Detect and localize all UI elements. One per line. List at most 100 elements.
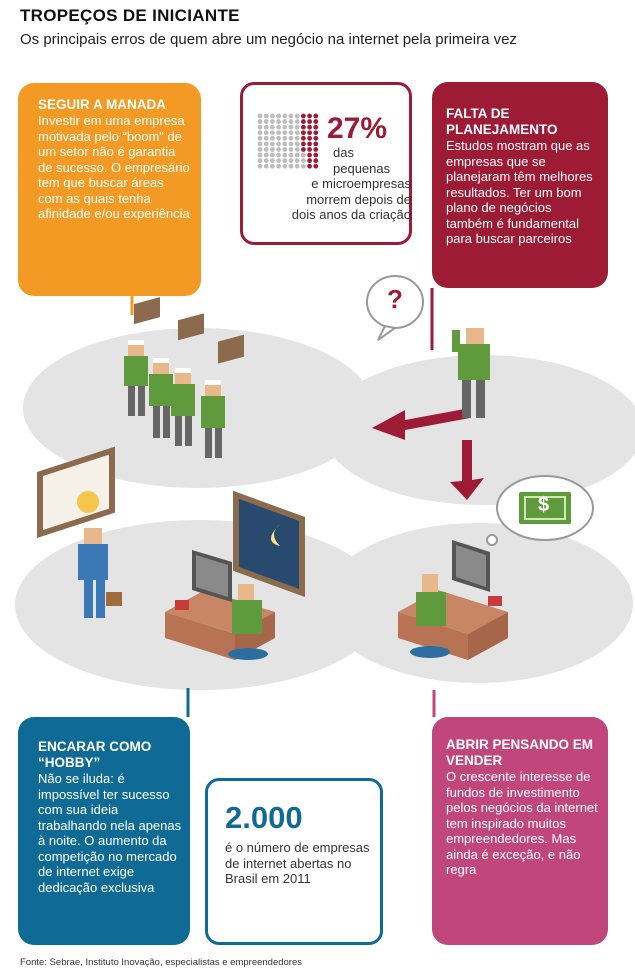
count-value: 2.000 <box>225 800 303 835</box>
dot <box>257 124 263 130</box>
caption-line: dois anos da criação <box>291 207 411 222</box>
dot <box>294 135 300 141</box>
dot <box>307 119 312 124</box>
box-body: Não se iluda: é impossível ter sucesso c… <box>38 771 182 895</box>
page-title: TROPEÇOS DE INICIANTE <box>20 6 240 25</box>
dot <box>294 113 300 119</box>
dot <box>270 113 275 119</box>
box-body: O crescente interesse de fundos de inves… <box>446 769 598 877</box>
dot <box>288 130 294 136</box>
dot <box>307 113 312 119</box>
box-follow-herd: SEGUIR A MANADA Investir em uma empresa … <box>18 83 201 296</box>
dot <box>288 158 294 164</box>
dot <box>282 124 288 130</box>
dot <box>313 141 319 147</box>
dot <box>263 119 269 124</box>
dot <box>263 152 269 158</box>
box-hobby: ENCARAR COMO “HOBBY” Não se iluda: é imp… <box>18 717 190 945</box>
dot <box>263 163 269 169</box>
dot <box>307 152 312 158</box>
page-subtitle: Os principais erros de quem abre um negó… <box>20 31 517 48</box>
dot <box>301 130 306 136</box>
box-lack-planning: FALTA DE PLANEJAMENTO Estudos mostram qu… <box>432 82 608 288</box>
percent-caption: das pequenas e microempresas morrem depo… <box>261 145 411 223</box>
dot <box>301 163 306 169</box>
dot <box>282 130 288 136</box>
box-heading: FALTA DE PLANEJAMENTO <box>446 106 558 137</box>
dot <box>263 141 269 147</box>
box-heading: ENCARAR COMO “HOBBY” <box>38 739 152 770</box>
box-sell: ABRIR PENSANDO EM VENDER O crescente int… <box>432 717 608 945</box>
desk-sell <box>398 540 508 660</box>
dot <box>257 135 263 141</box>
dot <box>288 135 294 141</box>
dot <box>301 158 306 164</box>
dot <box>288 152 294 158</box>
dot <box>313 135 319 141</box>
dot <box>257 141 263 147</box>
person-3 <box>171 368 195 446</box>
dot <box>313 147 319 152</box>
dot-grid <box>257 113 319 169</box>
dot <box>313 152 319 158</box>
dollar-icon: $ <box>538 494 550 516</box>
dot <box>307 135 312 141</box>
dot <box>270 135 275 141</box>
dot <box>257 158 263 164</box>
dot <box>257 147 263 152</box>
floor-planning <box>323 355 635 505</box>
person-4 <box>201 380 225 458</box>
caption-line: pequenas <box>333 160 391 176</box>
dot <box>270 152 275 158</box>
caption-line: e microempresas <box>311 176 411 191</box>
dot <box>257 163 263 169</box>
question-mark-icon: ? <box>387 284 403 314</box>
dot <box>282 135 288 141</box>
dot <box>270 119 275 124</box>
dot <box>307 158 312 164</box>
herd-figures <box>124 297 244 458</box>
dot <box>263 113 269 119</box>
question-bubble <box>366 275 424 341</box>
percent-value: 27% <box>327 112 388 145</box>
dot <box>294 141 300 147</box>
dot <box>282 163 288 169</box>
dot <box>307 163 312 169</box>
dot <box>270 124 275 130</box>
dot <box>301 119 306 124</box>
dot <box>307 141 312 147</box>
dot <box>270 130 275 136</box>
person-2 <box>149 358 173 438</box>
caption-line: das <box>333 145 354 160</box>
dot <box>276 163 281 169</box>
dot <box>263 158 269 164</box>
dot <box>294 158 300 164</box>
dot <box>307 130 312 136</box>
dot <box>276 158 281 164</box>
dot <box>282 147 288 152</box>
person-1 <box>124 340 148 416</box>
window-day <box>37 446 115 538</box>
dot <box>307 124 312 130</box>
dot <box>276 152 281 158</box>
dot <box>257 130 263 136</box>
dot <box>301 124 306 130</box>
window-night <box>233 490 305 598</box>
dot <box>257 113 263 119</box>
dot <box>288 124 294 130</box>
dot <box>294 163 300 169</box>
dot <box>288 113 294 119</box>
dot <box>294 124 300 130</box>
dot <box>313 163 319 169</box>
dot <box>263 124 269 130</box>
dot <box>276 113 281 119</box>
dot <box>263 147 269 152</box>
money-bubble <box>486 475 594 546</box>
dot <box>282 141 288 147</box>
box-heading: SEGUIR A MANADA <box>38 97 166 112</box>
dot <box>282 113 288 119</box>
box-body: Investir em uma empresa motivada pelo “b… <box>38 113 190 221</box>
dot <box>276 119 281 124</box>
arrow-down-icon <box>450 440 484 500</box>
